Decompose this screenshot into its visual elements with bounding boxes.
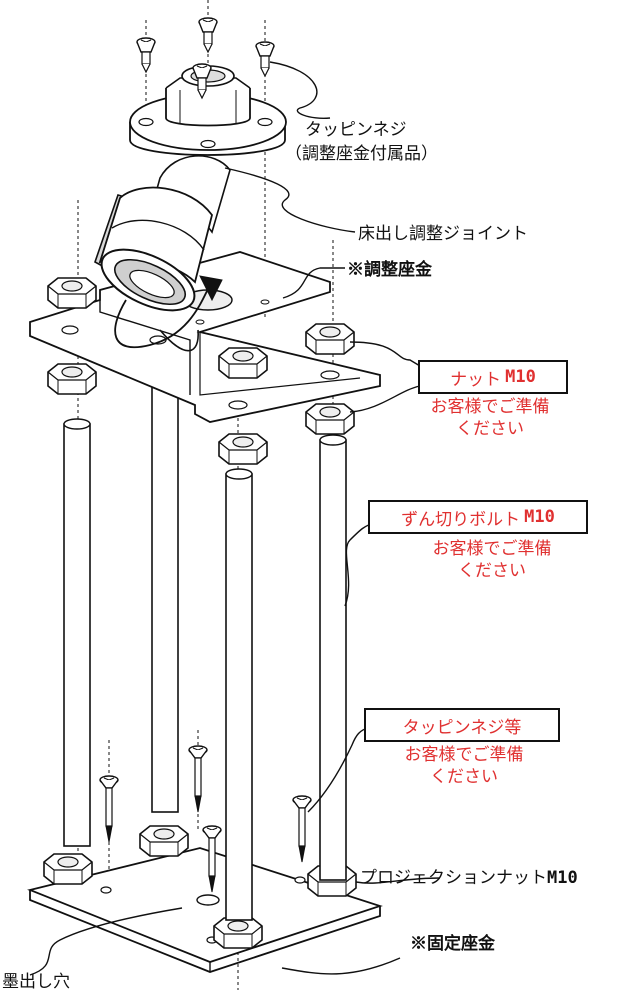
bolt-label-text: ずん切りボルト	[401, 509, 521, 530]
nut-label-text: ナット	[450, 369, 502, 390]
bolt-note-line2: ください	[458, 561, 526, 581]
label-tapping-screw-sub: （調整座金付属品）	[285, 144, 438, 164]
label-marking-hole: 墨出し穴	[2, 972, 70, 992]
label-floor-joint: 床出し調整ジョイント	[358, 224, 528, 244]
nut-customer-note: お客様でご準備 ください	[390, 396, 590, 440]
label-adjust-washer: ※調整座金	[347, 260, 432, 280]
screw-note-line1: お客様でご準備	[404, 745, 524, 765]
bolt-customer-note: お客様でご準備 ください	[392, 538, 592, 582]
screw-label-box: タッピンネジ等	[364, 708, 560, 742]
label-projection-nut-size: M10	[547, 868, 578, 888]
bolt-note-line1: お客様でご準備	[432, 539, 552, 559]
joint-flange	[129, 65, 287, 156]
label-projection-nut-text: プロジェクションナット	[360, 868, 547, 888]
floor-adjust-joint	[94, 155, 231, 352]
screw-note-line2: ください	[430, 767, 498, 787]
threaded-rods	[63, 362, 347, 921]
label-fixed-washer: ※固定座金	[410, 934, 495, 954]
nut-label-size: M10	[505, 367, 536, 387]
bolt-label-size: M10	[524, 507, 555, 527]
screw-customer-note: お客様でご準備 ください	[364, 744, 564, 788]
nut-note-line2: ください	[456, 419, 524, 439]
nut-note-line1: お客様でご準備	[430, 397, 550, 417]
leader-lines	[29, 61, 441, 976]
screw-label-text: タッピンネジ等	[402, 717, 522, 738]
label-tapping-screw: タッピンネジ	[305, 120, 407, 140]
fixed-washer-plate	[27, 847, 383, 973]
label-projection-nut: プロジェクションナットM10	[360, 868, 578, 888]
